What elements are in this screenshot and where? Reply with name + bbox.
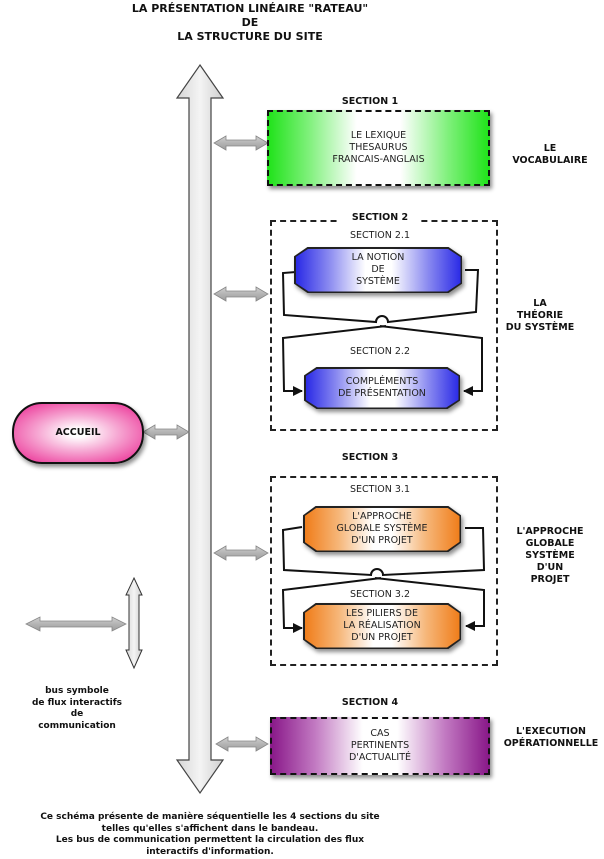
side-label-line: OPÉRATIONNELLE <box>503 738 599 749</box>
content-line: LA NOTION <box>351 252 405 263</box>
content-line: DE <box>371 264 385 275</box>
side-label-line: DU SYSTÈME <box>505 322 575 333</box>
section-3-connectors <box>281 526 486 633</box>
section-3-1-caption: SECTION 3.1 <box>350 484 410 495</box>
bus-link-section-3 <box>213 545 269 561</box>
section-2-1-box[interactable]: LA NOTION DE SYSTÈME <box>294 247 462 293</box>
page-title: LA PRÉSENTATION LINÉAIRE "RATEAU" DE LA … <box>100 2 400 44</box>
legend-text: bus symbole de flux interactifs de commu… <box>22 686 132 732</box>
side-label-line: THÉORIE <box>516 310 564 321</box>
footer-line: telles qu'elles s'affichent dans le band… <box>101 823 319 834</box>
content-line: LES PILIERS DE <box>346 608 418 619</box>
section-4-side-label: L'EXECUTION OPÉRATIONNELLE <box>498 726 604 750</box>
section-3-2-caption: SECTION 3.2 <box>350 589 410 600</box>
section-2-1-content: LA NOTION DE SYSTÈME <box>352 252 405 288</box>
legend-line: communication <box>38 720 116 731</box>
section-1-line: THESAURUS <box>349 142 408 153</box>
bus-link-accueil <box>142 424 190 440</box>
content-line: COMPLÉMENTS <box>345 376 419 387</box>
section-4-heading: SECTION 4 <box>341 697 399 708</box>
legend-vertical-bus-icon <box>125 576 143 670</box>
section-2-1-caption: SECTION 2.1 <box>350 230 410 241</box>
section-3-1-content: L'APPROCHE GLOBALE SYSTÈME D'UN PROJET <box>337 511 428 547</box>
section-1-heading: SECTION 1 <box>341 96 399 107</box>
title-line-3: LA STRUCTURE DU SITE <box>177 30 323 43</box>
section-4-line: PERTINENTS <box>350 740 410 751</box>
side-label-line: L'APPROCHE <box>516 526 584 537</box>
legend-horizontal-bus-icon <box>25 616 127 632</box>
side-label-line: SYSTÈME <box>525 550 575 561</box>
content-line: D'UN PROJET <box>351 535 413 546</box>
bus-link-section-2 <box>213 286 269 302</box>
content-line: GLOBALE SYSTÈME <box>336 523 428 534</box>
content-line: DE PRÉSENTATION <box>338 388 426 399</box>
section-1-line: FRANCAIS-ANGLAIS <box>332 154 425 165</box>
bus-link-section-4 <box>215 736 269 752</box>
section-4-box[interactable]: CAS PERTINENTS D'ACTUALITÉ <box>270 717 490 775</box>
side-label-line: GLOBALE <box>525 538 575 549</box>
section-1-box[interactable]: LE LEXIQUE THESAURUS FRANCAIS-ANGLAIS <box>267 110 490 186</box>
section-3-2-content: LES PILIERS DE LA RÉALISATION D'UN PROJE… <box>343 608 420 644</box>
content-line: SYSTÈME <box>356 276 400 287</box>
footer-note: Ce schéma présente de manière séquentiel… <box>0 812 420 858</box>
section-3-group <box>270 476 498 666</box>
footer-line: Ce schéma présente de manière séquentiel… <box>40 812 380 822</box>
content-line: D'UN PROJET <box>351 632 413 643</box>
section-4-content: CAS PERTINENTS D'ACTUALITÉ <box>349 728 411 764</box>
section-2-2-content: COMPLÉMENTS DE PRÉSENTATION <box>338 376 426 400</box>
section-3-heading: SECTION 3 <box>341 452 399 463</box>
section-3-1-box[interactable]: L'APPROCHE GLOBALE SYSTÈME D'UN PROJET <box>303 506 461 552</box>
content-line: L'APPROCHE <box>352 511 412 522</box>
section-3-side-label: L'APPROCHE GLOBALE SYSTÈME D'UN PROJET <box>505 526 595 586</box>
section-1-line: LE LEXIQUE <box>350 130 407 141</box>
title-line-1: LA PRÉSENTATION LINÉAIRE "RATEAU" <box>131 2 369 15</box>
section-1-content: LE LEXIQUE THESAURUS FRANCAIS-ANGLAIS <box>332 130 424 166</box>
section-4-line: D'ACTUALITÉ <box>348 752 412 763</box>
legend-line: de <box>70 709 84 719</box>
section-2-heading: SECTION 2 <box>340 212 420 224</box>
side-label-line: L'EXECUTION <box>516 726 586 737</box>
legend-line: de flux interactifs <box>31 697 123 708</box>
section-2-2-caption: SECTION 2.2 <box>350 346 410 357</box>
content-line: LA RÉALISATION <box>343 620 421 631</box>
side-label-line: VOCABULAIRE <box>512 155 588 166</box>
section-2-side-label: LA THÉORIE DU SYSTÈME <box>500 298 580 334</box>
footer-line: interactifs d'information. <box>146 846 274 857</box>
section-3-2-box[interactable]: LES PILIERS DE LA RÉALISATION D'UN PROJE… <box>303 603 461 649</box>
side-label-line: D'UN <box>536 562 564 573</box>
bus-link-section-1 <box>213 135 269 151</box>
title-line-2: DE <box>241 16 259 29</box>
legend-line: bus symbole <box>45 686 109 696</box>
side-label-line: PROJET <box>530 574 570 585</box>
side-label-line: LA <box>533 298 547 309</box>
section-2-2-box[interactable]: COMPLÉMENTS DE PRÉSENTATION <box>304 367 460 409</box>
footer-line: Les bus de communication permettent la c… <box>55 835 365 845</box>
section-4-line: CAS <box>370 728 390 739</box>
accueil-label: ACCUEIL <box>55 427 101 438</box>
main-bus-arrow <box>175 63 225 795</box>
accueil-button[interactable]: ACCUEIL <box>12 402 144 464</box>
section-2-connectors <box>281 269 483 396</box>
section-1-side-label: LE VOCABULAIRE <box>510 143 590 167</box>
side-label-line: LE <box>543 143 557 154</box>
